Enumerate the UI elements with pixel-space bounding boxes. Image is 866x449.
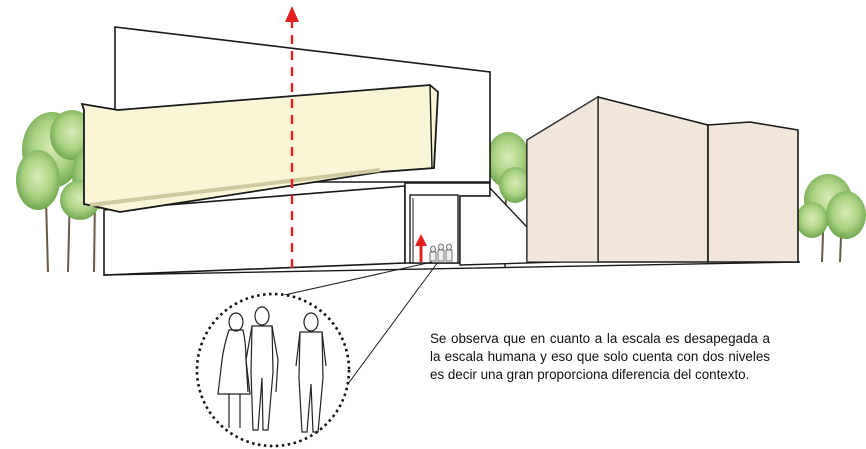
tree-right: [796, 174, 866, 263]
person-woman: [217, 312, 251, 428]
small-people-figures: [429, 243, 453, 262]
human-scale-arrow: [415, 234, 427, 262]
magnified-people-circle: [195, 292, 351, 448]
height-arrow: [285, 6, 299, 268]
caption-text: Se observa que en cuanto a la escala es …: [430, 331, 770, 382]
facade-band: [80, 84, 439, 213]
tree-middle: [486, 132, 531, 269]
callout-lines: [261, 261, 439, 393]
person-man-right: [295, 312, 327, 433]
neighbor-buildings: [526, 95, 799, 263]
person-man-center: [245, 306, 279, 431]
